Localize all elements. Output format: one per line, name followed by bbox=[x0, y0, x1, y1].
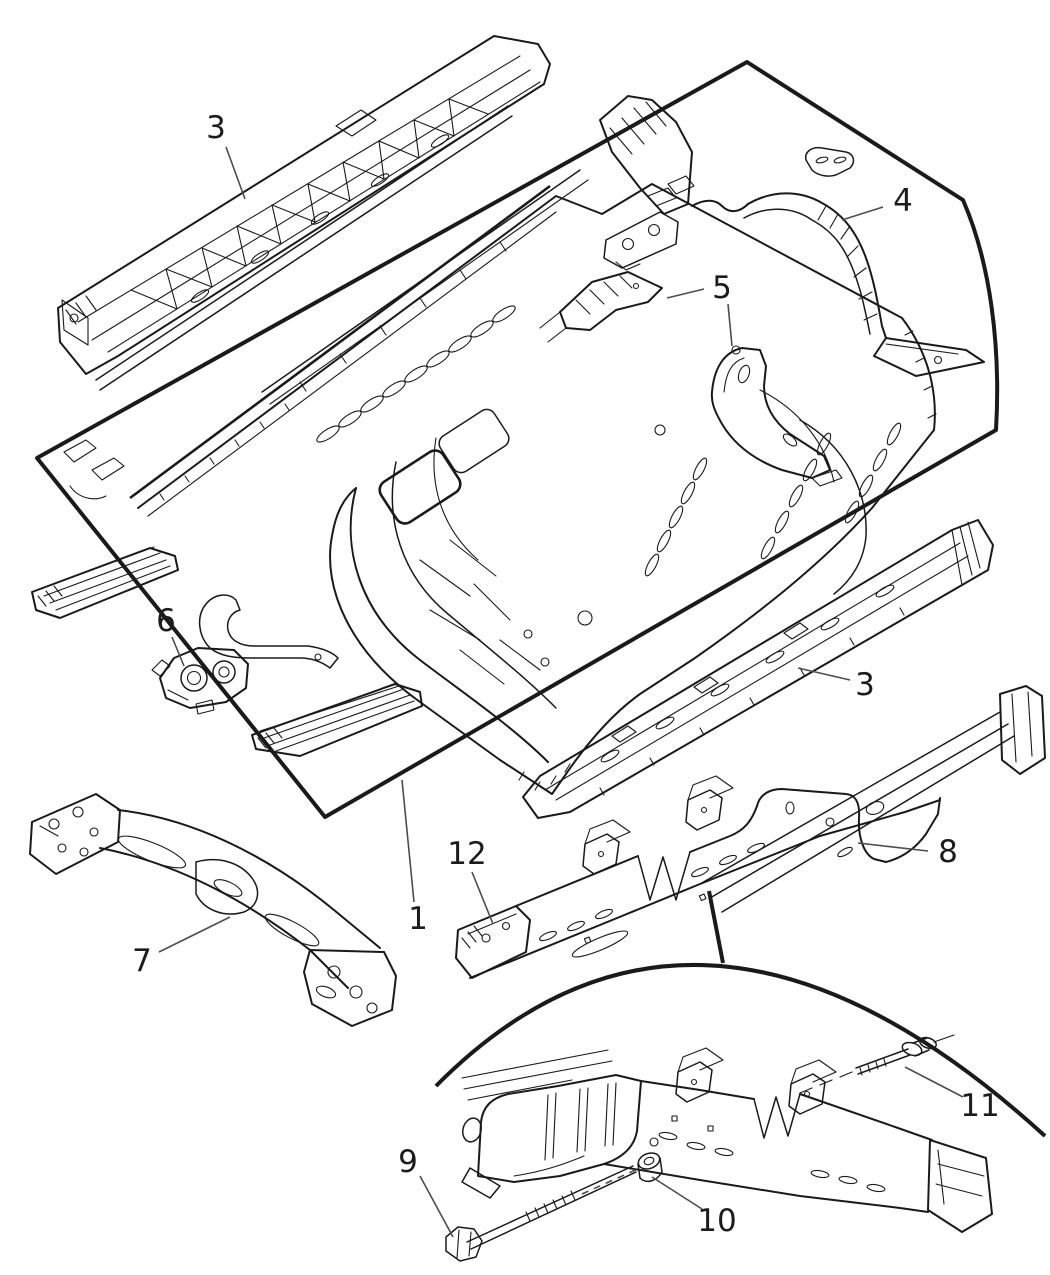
callout-label-7: 7 bbox=[132, 943, 152, 979]
silencer-strip-left bbox=[31, 546, 179, 619]
inset-rail-bracket-cup bbox=[461, 1074, 642, 1199]
floor-plane-outline bbox=[35, 60, 1000, 819]
callout-label-5: 5 bbox=[712, 270, 732, 306]
silencer-strip-lower bbox=[251, 683, 423, 757]
mount-bracket-cup bbox=[151, 647, 249, 715]
detail-view-arc bbox=[434, 962, 1047, 1138]
part-7-front-crossmember bbox=[29, 793, 397, 1027]
callout-label-4: 4 bbox=[893, 183, 913, 219]
floor-pan-tunnel bbox=[349, 437, 593, 763]
part-11-bolt bbox=[799, 1034, 955, 1094]
callout-label-1: 1 bbox=[408, 901, 428, 937]
floor-pan-slots-front bbox=[316, 305, 516, 443]
callout-label-11: 11 bbox=[960, 1088, 999, 1124]
callout-10: 10 bbox=[651, 1176, 737, 1239]
part-9-bolt bbox=[445, 1165, 641, 1262]
callout-7: 7 bbox=[132, 916, 231, 979]
callout-3-right: 3 bbox=[797, 667, 875, 703]
part-3-rocker-rail-right bbox=[522, 519, 1046, 913]
part-10-nut bbox=[637, 1152, 663, 1183]
part-4-rear-crossmember bbox=[599, 95, 985, 377]
z-strap bbox=[198, 594, 339, 669]
callout-label-10: 10 bbox=[697, 1203, 736, 1239]
callout-5: 5 bbox=[666, 270, 733, 347]
plate-with-holes bbox=[603, 211, 679, 271]
callout-11: 11 bbox=[904, 1066, 1000, 1124]
callout-12: 12 bbox=[447, 836, 494, 925]
part-3-sill-rail-upper-left bbox=[57, 35, 551, 391]
part-8-12-frame-rail-assembly bbox=[455, 775, 941, 979]
callout-8: 8 bbox=[857, 834, 958, 870]
callouts: 3 4 5 6 3 7 8 12 bbox=[132, 110, 1000, 1239]
callout-label-3-right: 3 bbox=[855, 667, 875, 703]
callout-label-6: 6 bbox=[156, 603, 176, 639]
part-1-floor-pan-assembly bbox=[31, 169, 937, 795]
callout-4: 4 bbox=[841, 183, 913, 221]
support-bracket-a bbox=[539, 271, 663, 343]
callout-6: 6 bbox=[156, 603, 185, 667]
detail-view-connector-line bbox=[707, 890, 725, 964]
callout-3-upper-left: 3 bbox=[206, 110, 246, 200]
support-bracket-b bbox=[710, 347, 843, 487]
callout-label-3-upper-left: 3 bbox=[206, 110, 226, 146]
sill-outer-section bbox=[699, 685, 1046, 913]
callout-9: 9 bbox=[398, 1144, 454, 1238]
part-12-rail-front-end bbox=[455, 905, 531, 979]
seat-riser-opening bbox=[378, 449, 462, 525]
callout-label-9: 9 bbox=[398, 1144, 418, 1180]
detail-view-inset bbox=[434, 962, 1047, 1262]
inset-rail-body bbox=[603, 1047, 993, 1233]
part-5-support-brackets bbox=[539, 271, 843, 487]
small-bracket-top-right bbox=[804, 146, 855, 177]
callout-label-8: 8 bbox=[938, 834, 958, 870]
callout-label-12: 12 bbox=[447, 836, 486, 872]
callout-1: 1 bbox=[401, 779, 428, 937]
part-6-mount-bracket-group bbox=[151, 594, 339, 715]
floor-pan-slots-rear bbox=[644, 422, 902, 577]
